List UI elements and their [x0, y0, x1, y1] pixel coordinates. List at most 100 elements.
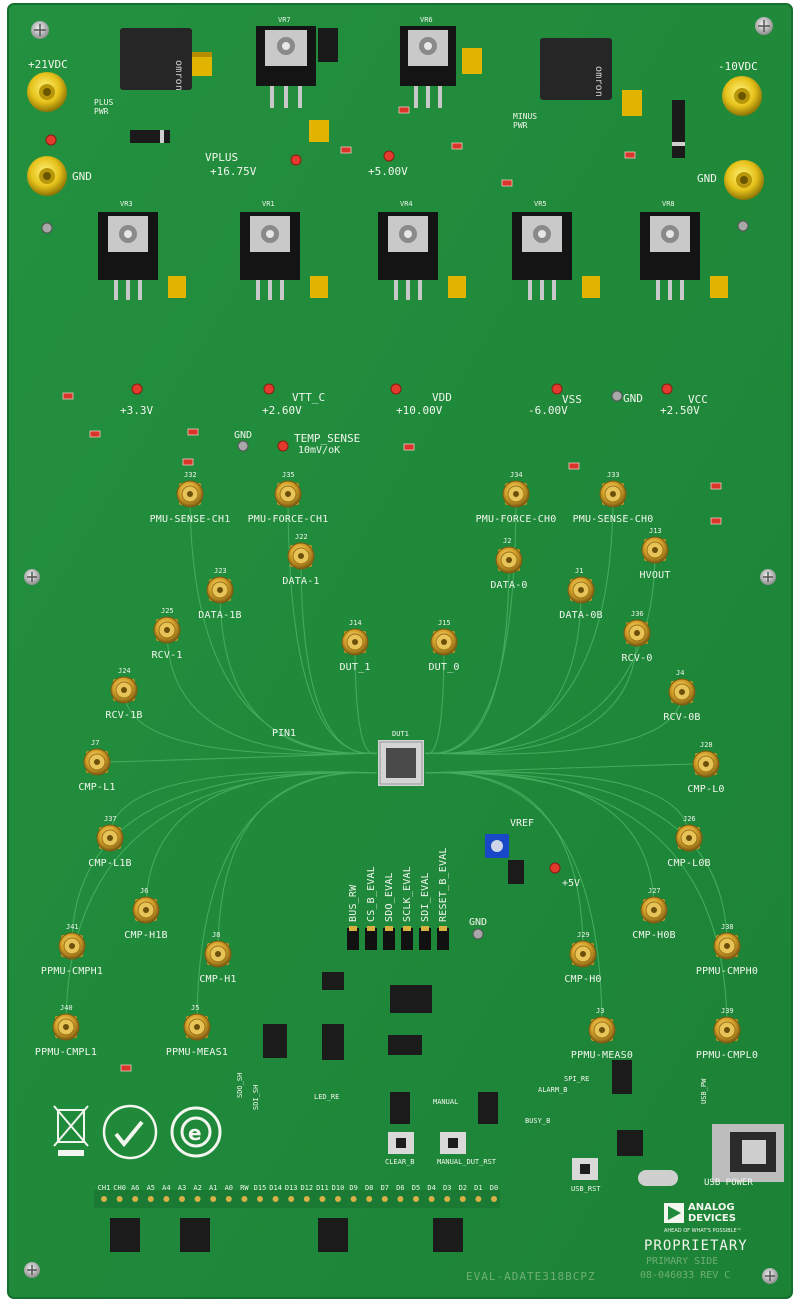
jumper-cs-b-eval[interactable]	[365, 926, 377, 950]
label-ppmu_cmpl1: PPMU-CMPL1	[35, 1047, 97, 1058]
svg-text:D9: D9	[349, 1184, 357, 1192]
ref-dut_0: J15	[438, 619, 451, 627]
jumper-sdo-eval[interactable]	[383, 926, 395, 950]
header-pins	[101, 1196, 497, 1202]
mounting-screws	[24, 17, 778, 1284]
ref-rcv_0: J36	[631, 610, 644, 618]
sma-cmp-h1[interactable]	[204, 940, 232, 968]
sma-cmp-l1[interactable]	[83, 748, 111, 776]
svg-text:A6: A6	[131, 1184, 139, 1192]
trace-cmp_l1b	[109, 771, 378, 839]
ref-ppmu_cmpl1: J40	[60, 1004, 73, 1012]
sma-cmp-l0[interactable]	[692, 750, 720, 778]
sma-ppmu-cmpl1[interactable]	[52, 1013, 80, 1041]
power-input-section: omron omron	[27, 26, 764, 200]
sma-rcv-0[interactable]	[623, 619, 651, 647]
sma-cmp-h1b[interactable]	[132, 896, 160, 924]
compliance-logos: e	[53, 1104, 222, 1160]
label-data_1b: DATA-1B	[198, 610, 242, 621]
svg-text:D8: D8	[365, 1184, 373, 1192]
label-pmu_force_ch1: PMU-FORCE-CH1	[248, 514, 329, 525]
jumper-reset-b-eval[interactable]	[437, 926, 449, 950]
board-body	[8, 4, 792, 1298]
trace-ppmu_cmpl1	[65, 772, 378, 1028]
svg-text:VR6: VR6	[420, 16, 433, 24]
sma-cmp-l0b[interactable]	[675, 824, 703, 852]
sma-ppmu-cmpl0[interactable]	[713, 1016, 741, 1044]
regulator-row	[98, 212, 728, 300]
sma-pmu-sense-ch1[interactable]	[176, 480, 204, 508]
trace-cmp_l0b	[424, 771, 690, 839]
sma-cmp-h0b[interactable]	[640, 896, 668, 924]
regulator-vr5	[512, 212, 600, 300]
ref-ppmu_meas1: J5	[191, 1004, 199, 1012]
sma-pmu-sense-ch0[interactable]	[599, 480, 627, 508]
trace-hvout	[424, 549, 656, 754]
sma-data-0b[interactable]	[567, 576, 595, 604]
label-dut_0: DUT_0	[428, 662, 459, 673]
sma-rcv-1b[interactable]	[110, 676, 138, 704]
relay-k2	[540, 38, 612, 100]
sma-ppmu-meas1[interactable]	[183, 1013, 211, 1041]
svg-text:D14: D14	[269, 1184, 282, 1192]
label-data_0: DATA-0	[490, 580, 527, 591]
ref-cmp_h0: J29	[577, 931, 590, 939]
trace-data_1b	[219, 589, 378, 755]
svg-text:RESET_B_EVAL: RESET_B_EVAL	[438, 847, 449, 922]
svg-text:VR3: VR3	[120, 200, 133, 208]
jumper-sclk-eval[interactable]	[401, 926, 413, 950]
trace-rcv_0b	[424, 691, 683, 755]
svg-text:D12: D12	[300, 1184, 313, 1192]
lower-ics	[94, 860, 784, 1252]
svg-text:D5: D5	[412, 1184, 420, 1192]
ref-cmp_h0b: J27	[648, 887, 661, 895]
svg-text:D2: D2	[459, 1184, 467, 1192]
sma-rcv-0b[interactable]	[668, 678, 696, 706]
sma-hvout[interactable]	[641, 536, 669, 564]
svg-text:SDO_EVAL: SDO_EVAL	[384, 872, 395, 922]
sma-rcv-1[interactable]	[153, 616, 181, 644]
svg-text:BUS_RW: BUS_RW	[348, 884, 359, 922]
sma-data-1[interactable]	[287, 542, 315, 570]
label-pmu_sense_ch1: PMU-SENSE-CH1	[150, 514, 231, 525]
sma-pmu-force-ch1[interactable]	[274, 480, 302, 508]
svg-text:omron: omron	[593, 66, 604, 97]
label-cmp_l1b: CMP-L1B	[88, 858, 132, 869]
svg-text:VR5: VR5	[534, 200, 547, 208]
label-hvout: HVOUT	[639, 570, 670, 581]
svg-text:D13: D13	[285, 1184, 298, 1192]
label-pmu_force_ch0: PMU-FORCE-CH0	[476, 514, 557, 525]
ref-pmu_sense_ch0: J33	[607, 471, 620, 479]
svg-text:A5: A5	[147, 1184, 155, 1192]
sma-dut-1[interactable]	[341, 628, 369, 656]
label-ppmu_cmph1: PPMU-CMPH1	[41, 966, 103, 977]
svg-text:D11: D11	[316, 1184, 329, 1192]
ref-ppmu_meas0: J3	[596, 1007, 604, 1015]
sma-data-1b[interactable]	[206, 576, 234, 604]
ref-cmp_l0b: J26	[683, 815, 696, 823]
ref-cmp_h1b: J6	[140, 887, 148, 895]
sma-pmu-force-ch0[interactable]	[502, 480, 530, 508]
label-rcv_1b: RCV-1B	[105, 710, 142, 721]
label-cmp_h1b: CMP-H1B	[124, 930, 168, 941]
trace-ppmu_cmph0	[424, 771, 728, 947]
label-cmp_h1: CMP-H1	[199, 974, 236, 985]
silkscreen-labels: J32PMU-SENSE-CH1J35PMU-FORCE-CH1J34PMU-F…	[35, 16, 758, 1192]
sma-ppmu-meas0[interactable]	[588, 1016, 616, 1044]
svg-text:D3: D3	[443, 1184, 451, 1192]
sma-data-0[interactable]	[495, 546, 523, 574]
svg-text:D1: D1	[474, 1184, 482, 1192]
svg-text:CH0: CH0	[113, 1184, 126, 1192]
trace-pmu_sense_ch1	[189, 493, 378, 754]
jumper-sdi-eval[interactable]	[419, 926, 431, 950]
jumper-bus-rw[interactable]	[347, 926, 359, 950]
sma-cmp-h0[interactable]	[569, 940, 597, 968]
svg-text:A2: A2	[193, 1184, 201, 1192]
svg-text:VR4: VR4	[400, 200, 413, 208]
trace-ppmu_meas0	[424, 772, 603, 1031]
sma-ppmu-cmph1[interactable]	[58, 932, 86, 960]
svg-text:D6: D6	[396, 1184, 404, 1192]
sma-ppmu-cmph0[interactable]	[713, 932, 741, 960]
sma-dut-0[interactable]	[430, 628, 458, 656]
sma-cmp-l1b[interactable]	[96, 824, 124, 852]
